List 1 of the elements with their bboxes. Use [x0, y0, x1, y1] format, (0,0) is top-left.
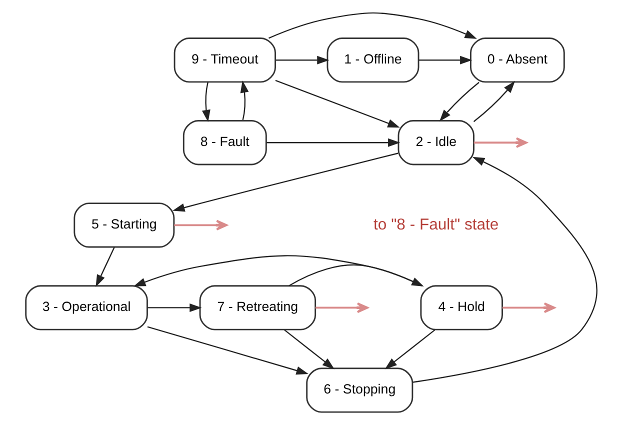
- label: to "8 - Fault" state: [373, 216, 498, 234]
